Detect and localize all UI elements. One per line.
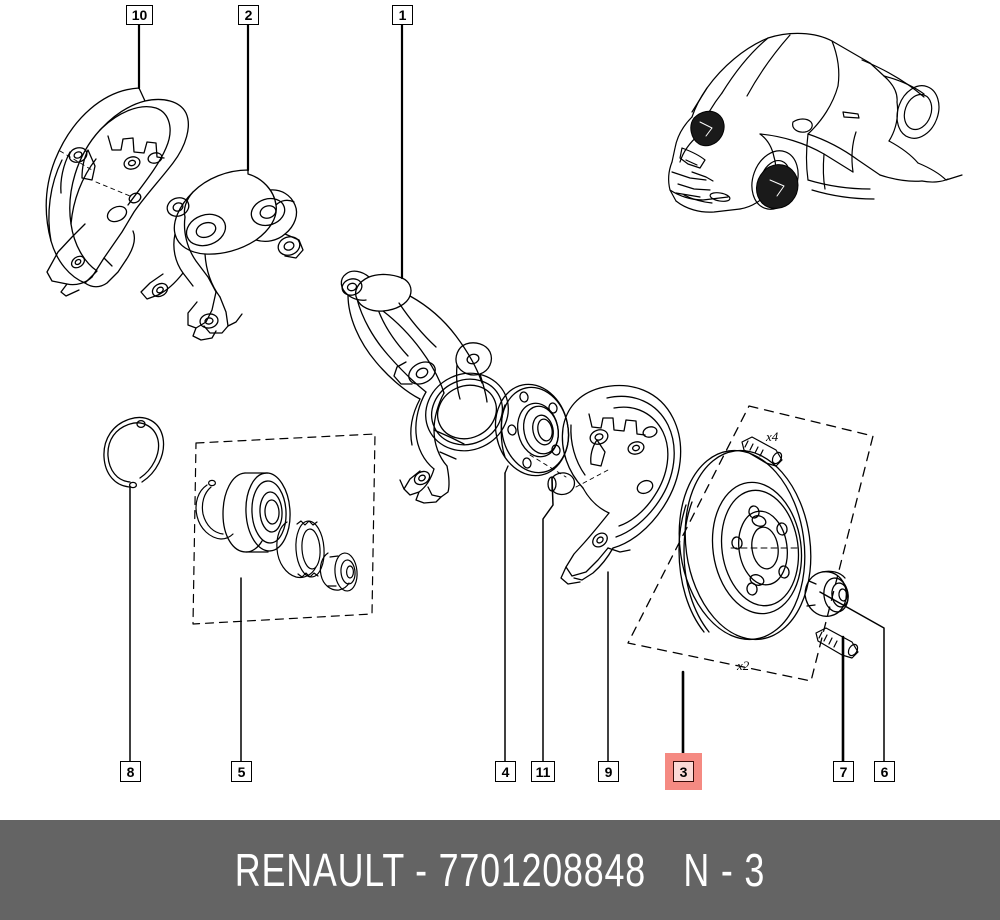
vehicle-highlight-areas [690,110,799,209]
part-steering-knuckle-right [140,169,304,341]
callout-3-highlight[interactable]: 3 [665,753,702,790]
part-steering-knuckle-left [340,270,509,504]
callout-6[interactable]: 6 [874,761,895,782]
brake-disc [678,449,812,641]
callout-10[interactable]: 10 [126,5,153,25]
part-wheel-bearing-kit [192,433,376,625]
bearing-kit-dashed-box [192,433,376,625]
part-circlip-snap-ring [103,416,165,489]
part-brake-dust-shield-left [45,87,189,297]
callout-5[interactable]: 5 [231,761,252,782]
leader-lines-bottom-heavy [681,635,845,763]
part-wheel-hub [494,383,570,477]
part-dust-shield-center [529,384,682,585]
part-brake-disc-group [627,405,874,682]
callout-4[interactable]: 4 [495,761,516,782]
callout-9[interactable]: 9 [598,761,619,782]
quantity-label-x2: x2 [737,658,750,673]
callout-11[interactable]: 11 [531,761,555,782]
leader-lines-bottom [129,472,885,762]
disc-retaining-bolt [741,436,783,467]
footer-reference: N - 3 [683,844,766,896]
callout-2[interactable]: 2 [238,5,259,25]
callout-8[interactable]: 8 [120,761,141,782]
part-hub-nut [804,570,849,617]
callout-1[interactable]: 1 [392,5,413,25]
leader-lines-top [137,23,404,280]
vehicle-highlight-detail [699,121,785,197]
callout-7[interactable]: 7 [833,761,854,782]
callout-3[interactable]: 3 [673,761,694,782]
footer-part-number: RENAULT - 7701208848 [234,844,647,896]
quantity-label-x4: x4 [766,429,779,444]
footer-caption: RENAULT - 7701208848 N - 3 [235,843,765,897]
footer-bar: RENAULT - 7701208848 N - 3 [0,820,1000,920]
brake-disc-dashed-box [627,405,874,682]
part-hub-bolt [815,627,859,659]
vehicle-illustration [668,32,963,213]
